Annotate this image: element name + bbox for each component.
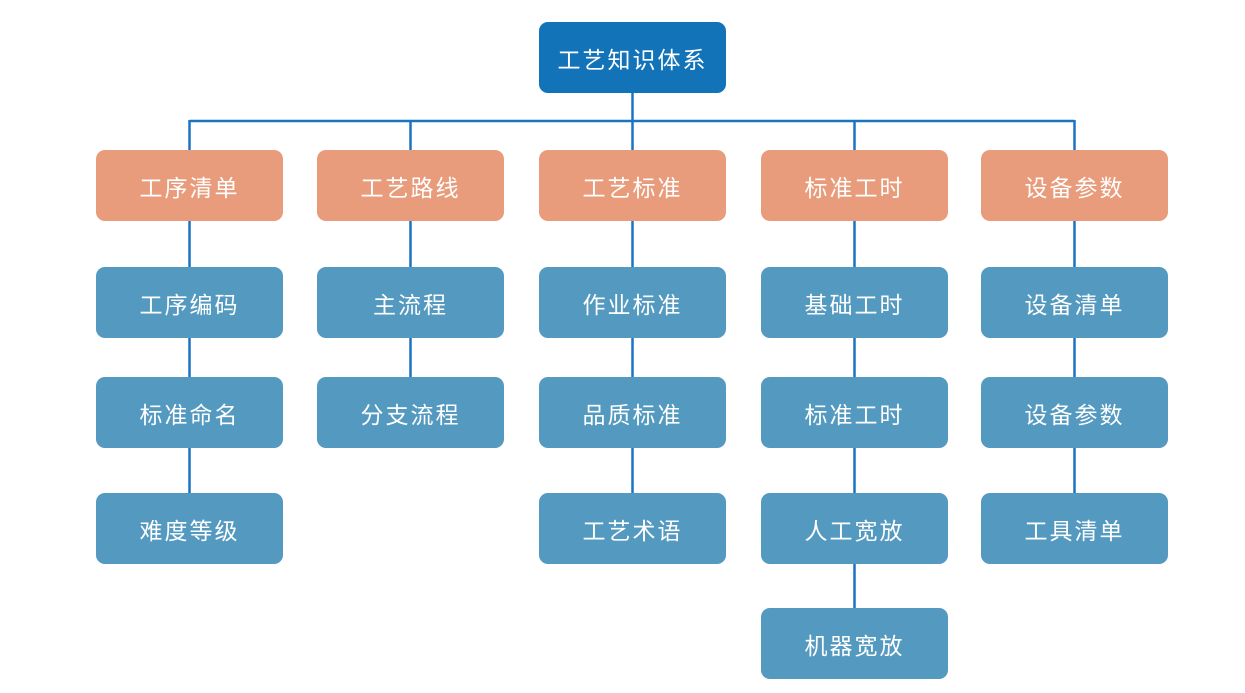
leaf-node-difficulty-level: 难度等级 bbox=[96, 493, 283, 564]
leaf-node-main-flow: 主流程 bbox=[317, 267, 504, 338]
branch-node-process-standard: 工艺标准 bbox=[539, 150, 726, 221]
branch-node-process-list: 工序清单 bbox=[96, 150, 283, 221]
leaf-node-equipment-params: 设备参数 bbox=[981, 377, 1168, 448]
leaf-node-operation-standard: 作业标准 bbox=[539, 267, 726, 338]
leaf-node-standard-hours: 标准工时 bbox=[761, 377, 948, 448]
branch-node-standard-hours: 标准工时 bbox=[761, 150, 948, 221]
root-node: 工艺知识体系 bbox=[539, 22, 726, 93]
branch-node-equipment-params: 设备参数 bbox=[981, 150, 1168, 221]
leaf-node-process-coding: 工序编码 bbox=[96, 267, 283, 338]
leaf-node-equipment-list: 设备清单 bbox=[981, 267, 1168, 338]
leaf-node-quality-standard: 品质标准 bbox=[539, 377, 726, 448]
leaf-node-basic-hours: 基础工时 bbox=[761, 267, 948, 338]
leaf-node-tool-list: 工具清单 bbox=[981, 493, 1168, 564]
leaf-node-branch-flow: 分支流程 bbox=[317, 377, 504, 448]
branch-node-process-route: 工艺路线 bbox=[317, 150, 504, 221]
leaf-node-machine-allowance: 机器宽放 bbox=[761, 608, 948, 679]
leaf-node-standard-naming: 标准命名 bbox=[96, 377, 283, 448]
leaf-node-labor-allowance: 人工宽放 bbox=[761, 493, 948, 564]
leaf-node-process-terms: 工艺术语 bbox=[539, 493, 726, 564]
